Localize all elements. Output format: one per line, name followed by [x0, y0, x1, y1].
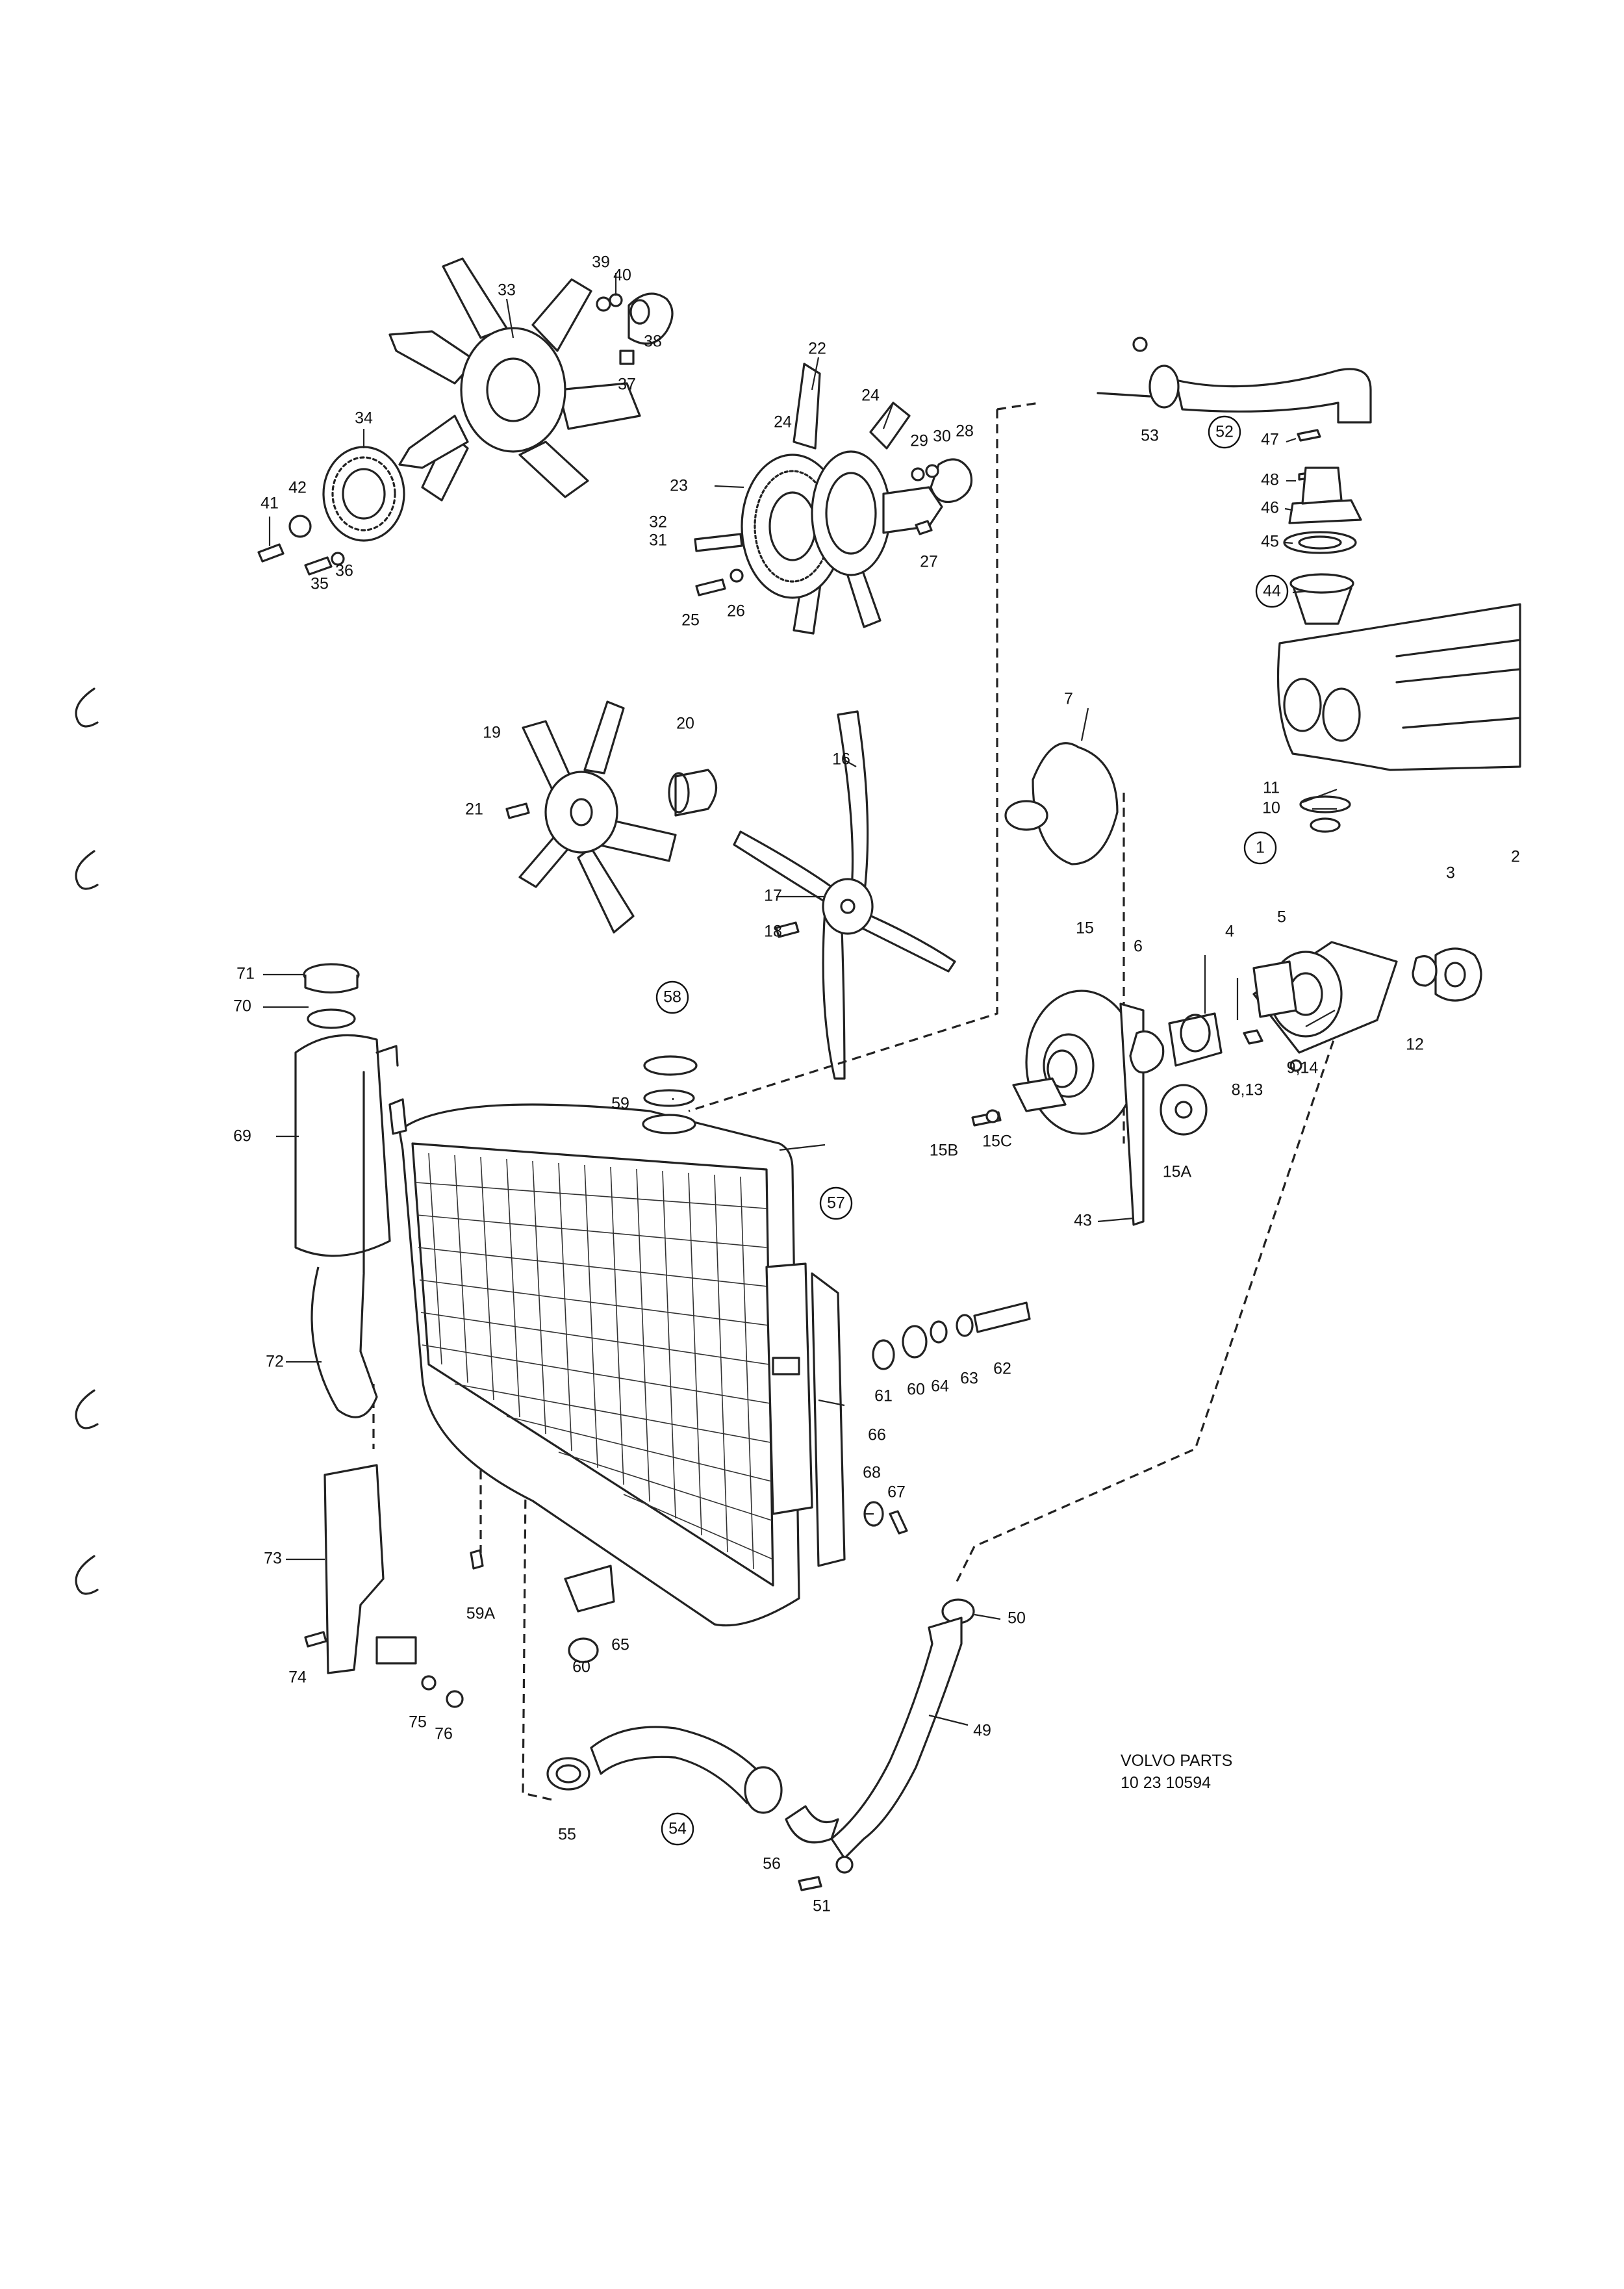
callout-33: 33: [498, 281, 516, 300]
callout-73: 73: [264, 1550, 282, 1568]
callout-27: 27: [920, 553, 938, 571]
callout-32: 32: [649, 513, 667, 531]
water-pump-assembly: [971, 742, 1482, 1226]
callout-30: 30: [933, 428, 951, 446]
binder-hole-marks: [75, 687, 99, 1595]
lower-hose-assembly: [546, 1598, 975, 1891]
callout-50: 50: [1008, 1609, 1026, 1628]
callout-40: 40: [613, 266, 631, 285]
parts-reference-footer: VOLVO PARTS 10 23 10594: [1121, 1752, 1232, 1792]
callout-34: 34: [355, 409, 373, 428]
callout-61: 61: [874, 1387, 893, 1405]
callout-20: 20: [676, 715, 694, 733]
callout-64: 64: [931, 1377, 949, 1396]
callout-1: 1: [1256, 839, 1265, 857]
callout-76: 76: [435, 1725, 453, 1743]
callout-2: 2: [1511, 848, 1520, 866]
callout-70: 70: [233, 997, 251, 1016]
callout-69: 69: [233, 1127, 251, 1145]
cylinder-head-fragment: [1276, 603, 1521, 833]
callout-46: 46: [1261, 499, 1279, 517]
viscous-fan-assembly: [694, 363, 973, 635]
callout-41: 41: [260, 494, 279, 513]
callout-15C: 15C: [982, 1132, 1012, 1151]
radiator-assembly: [388, 1055, 846, 1627]
callout-75: 75: [409, 1713, 427, 1732]
callout-54: 54: [668, 1820, 687, 1838]
callout-43: 43: [1074, 1212, 1092, 1230]
expansion-tank-assembly: [294, 963, 464, 1708]
callout-18: 18: [764, 923, 782, 941]
callout-58: 58: [663, 988, 681, 1006]
callout-49: 49: [973, 1722, 991, 1740]
callout-39: 39: [592, 253, 610, 272]
callout-66: 66: [868, 1426, 886, 1444]
callout-3: 3: [1446, 864, 1455, 882]
callout-48: 48: [1261, 471, 1279, 489]
callout-8-13: 8,13: [1232, 1081, 1263, 1099]
callout-37: 37: [618, 376, 636, 394]
callout-38: 38: [644, 333, 662, 351]
callout-56: 56: [763, 1855, 781, 1873]
callout-36: 36: [335, 562, 353, 580]
footer-brand: VOLVO PARTS: [1121, 1752, 1232, 1770]
callout-28: 28: [956, 422, 974, 441]
callout-7: 7: [1064, 690, 1073, 708]
callout-59: 59: [611, 1095, 629, 1113]
callout-67: 67: [887, 1483, 906, 1502]
callout-21: 21: [465, 800, 483, 819]
callout-60b: 60: [572, 1658, 590, 1676]
callout-60a: 60: [907, 1381, 925, 1399]
fan-5-blade-assembly: [505, 700, 717, 934]
callout-25: 25: [681, 611, 700, 630]
callout-53: 53: [1141, 427, 1159, 445]
callout-52: 52: [1215, 423, 1234, 441]
callout-62: 62: [993, 1360, 1011, 1378]
callout-42: 42: [288, 479, 307, 497]
callout-15B: 15B: [930, 1142, 958, 1160]
callout-6: 6: [1134, 938, 1143, 956]
callout-35: 35: [311, 575, 329, 593]
callout-15A: 15A: [1163, 1163, 1192, 1181]
callout-31: 31: [649, 531, 667, 550]
callout-22: 22: [808, 340, 826, 358]
callout-59A: 59A: [466, 1605, 496, 1623]
callout-16: 16: [832, 750, 850, 769]
callout-leader-lines: [263, 273, 1338, 1726]
fan-4-blade-assembly: [733, 710, 956, 1080]
callout-9-14: 9,14: [1287, 1059, 1319, 1077]
callout-24a: 24: [774, 413, 792, 431]
callout-57: 57: [827, 1194, 845, 1212]
thermostat-housing-assembly: [1097, 337, 1372, 625]
callout-23: 23: [670, 477, 688, 495]
callout-26: 26: [727, 602, 745, 620]
callout-68: 68: [863, 1464, 881, 1482]
callout-71: 71: [236, 965, 255, 983]
callout-47: 47: [1261, 431, 1279, 449]
callout-17: 17: [764, 887, 782, 905]
callout-5: 5: [1277, 908, 1286, 927]
callout-51: 51: [813, 1897, 831, 1915]
callout-19: 19: [483, 724, 501, 742]
callout-11: 11: [1263, 779, 1280, 797]
callout-24b: 24: [861, 387, 880, 405]
callout-63: 63: [960, 1370, 978, 1388]
callout-74: 74: [288, 1669, 307, 1687]
footer-code: 10 23 10594: [1121, 1774, 1211, 1792]
fan-6-blade-assembly: [257, 257, 674, 576]
callout-4: 4: [1225, 923, 1234, 941]
callout-45: 45: [1261, 533, 1279, 551]
callout-12: 12: [1406, 1036, 1424, 1054]
callout-29: 29: [910, 432, 928, 450]
callout-15: 15: [1076, 919, 1094, 938]
callout-labels: 1 2 3 4 5 6 7 8,13 9,14 10 11 12 15 15A …: [233, 253, 1520, 1915]
callout-72: 72: [266, 1353, 284, 1371]
callout-65: 65: [611, 1636, 629, 1654]
radiator-core-fins: [415, 1153, 774, 1570]
callout-44: 44: [1263, 582, 1281, 600]
callout-10: 10: [1262, 799, 1280, 817]
callout-55: 55: [558, 1826, 576, 1844]
